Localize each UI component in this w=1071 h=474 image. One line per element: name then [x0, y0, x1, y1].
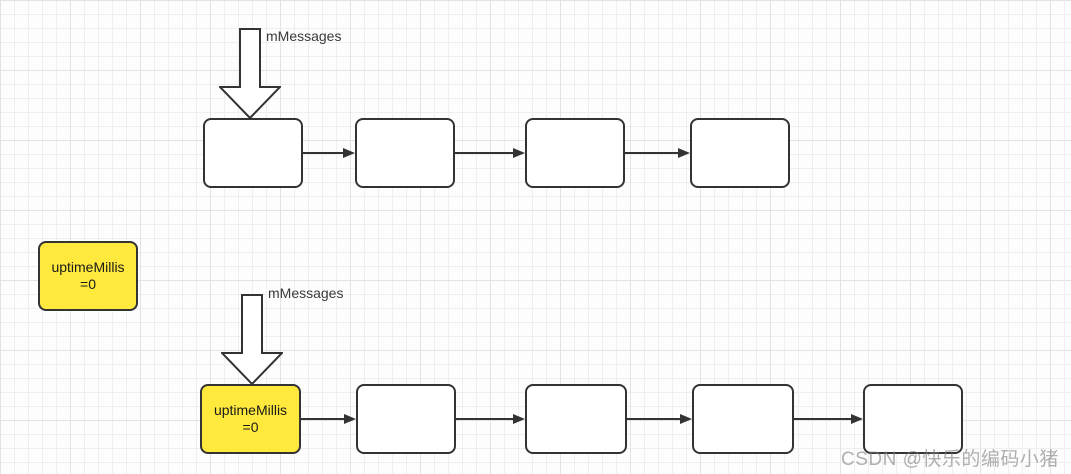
csdn-watermark: CSDN @快乐的编码小猪 — [841, 449, 1059, 470]
down-arrow-icon — [221, 294, 283, 385]
uptime-note-line1: uptimeMillis — [51, 259, 125, 275]
queue-node — [863, 384, 963, 454]
queue-node — [203, 118, 303, 188]
queue-head-node: uptimeMillis =0 — [200, 384, 301, 454]
uptime-note-line2: =0 — [80, 276, 96, 292]
link-arrow-icon — [627, 414, 692, 424]
link-arrow-icon — [456, 414, 525, 424]
queue-node — [356, 384, 456, 454]
link-arrow-icon — [794, 414, 863, 424]
mmessages-label-top: mMessages — [266, 28, 342, 44]
link-arrow-icon — [625, 148, 690, 158]
queue-node — [690, 118, 790, 188]
queue-head-line2: =0 — [242, 419, 259, 435]
queue-node — [692, 384, 794, 454]
queue-node — [525, 384, 627, 454]
link-arrow-icon — [455, 148, 525, 158]
uptime-note-box: uptimeMillis =0 — [38, 241, 138, 311]
queue-node — [525, 118, 625, 188]
queue-head-line1: uptimeMillis — [213, 402, 288, 418]
mmessages-label-bottom: mMessages — [268, 285, 344, 301]
down-arrow-icon — [219, 28, 281, 119]
link-arrow-icon — [301, 414, 356, 424]
queue-node — [355, 118, 455, 188]
link-arrow-icon — [303, 148, 355, 158]
